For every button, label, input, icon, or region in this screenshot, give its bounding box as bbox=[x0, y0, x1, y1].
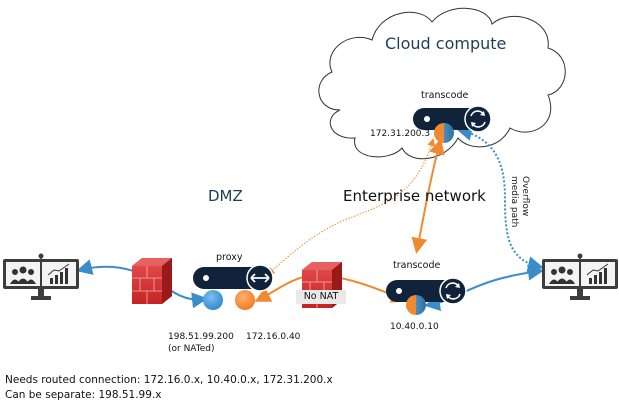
enterprise-transcode-interface bbox=[406, 295, 426, 315]
no-nat-label: No NAT bbox=[296, 290, 346, 304]
cloud-transcode-ip: 172.31.200.3 bbox=[370, 129, 431, 139]
cloud-transcode-interface bbox=[434, 123, 454, 143]
sync-icon bbox=[439, 277, 467, 305]
orange-media-path-cloud bbox=[411, 138, 445, 254]
proxy-outside-interface bbox=[203, 290, 223, 310]
proxy-outside-ip: 198.51.99.200 bbox=[168, 332, 234, 342]
sync-icon bbox=[464, 105, 492, 133]
enterprise-transcode-node bbox=[386, 277, 467, 315]
footer-line-routed: Needs routed connection: 172.16.0.x, 10.… bbox=[5, 374, 333, 386]
cloud-compute-label: Cloud compute bbox=[385, 34, 507, 53]
enterprise-network-label: Enterprise network bbox=[343, 187, 486, 205]
proxy-node bbox=[193, 264, 274, 310]
external-video-endpoint bbox=[2, 252, 80, 301]
cloud-transcode-node bbox=[413, 105, 492, 143]
overflow-media-path bbox=[456, 125, 544, 273]
internal-video-endpoint bbox=[541, 252, 619, 301]
enterprise-transcode-label: transcode bbox=[393, 260, 441, 271]
proxy-label: proxy bbox=[216, 252, 243, 263]
footer-line-separate: Can be separate: 198.51.99.x bbox=[5, 389, 162, 401]
proxy-inside-ip: 172.16.0.40 bbox=[246, 332, 301, 342]
proxy-inside-interface bbox=[235, 290, 255, 310]
outer-firewall bbox=[131, 257, 173, 305]
enterprise-transcode-ip: 10.40.0.10 bbox=[390, 322, 439, 332]
proxy-outside-note: (or NATed) bbox=[168, 344, 215, 354]
overflow-media-path-label: Overflow media path bbox=[509, 176, 530, 228]
orange-signaling-path bbox=[266, 138, 436, 276]
blue-media-path-internal bbox=[424, 264, 544, 312]
cloud-transcode-label: transcode bbox=[421, 90, 469, 101]
dmz-label: DMZ bbox=[208, 187, 243, 205]
footer-notes: Needs routed connection: 172.16.0.x, 10.… bbox=[5, 373, 333, 403]
